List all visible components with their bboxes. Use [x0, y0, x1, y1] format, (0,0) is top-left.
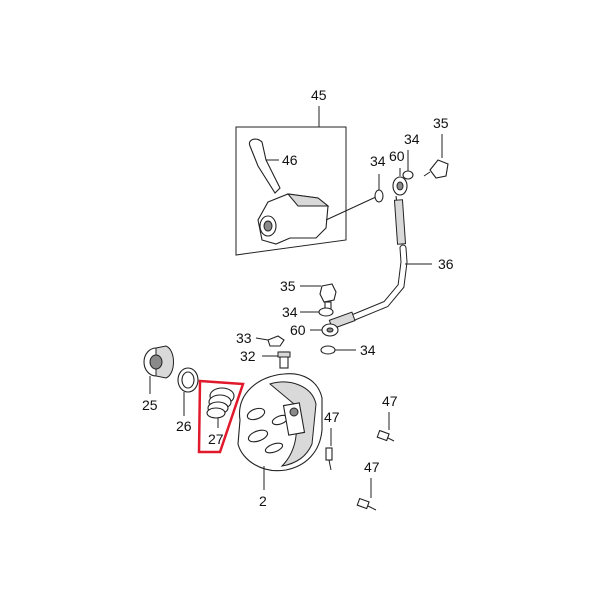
bleeder-valve-cap [277, 351, 291, 358]
spring[interactable] [206, 387, 235, 419]
callout-46: 46 [282, 152, 298, 168]
brake-lever[interactable] [248, 138, 281, 194]
bolt-shank [328, 459, 332, 471]
caliper-port [289, 407, 299, 417]
callout-47: 47 [364, 459, 380, 475]
callout-36: 36 [438, 256, 454, 272]
callout-34: 34 [282, 304, 298, 320]
piston-side [155, 345, 174, 379]
mounting-bolt[interactable] [356, 478, 377, 511]
copper-washer[interactable] [320, 345, 336, 355]
callout-34: 34 [404, 131, 420, 147]
callout-60: 60 [389, 148, 405, 164]
banjo-fitting-hole [396, 181, 404, 191]
spring-coil [206, 407, 226, 419]
copper-washer[interactable] [402, 170, 414, 180]
callout-labels: 45 46 35 34 60 34 36 35 34 33 60 32 34 2… [142, 87, 454, 509]
callout-26: 26 [176, 418, 192, 434]
upper-fittings[interactable] [374, 134, 449, 203]
caliper-housing[interactable] [237, 373, 323, 490]
callout-47: 47 [382, 393, 398, 409]
bolt-shank [423, 171, 431, 177]
banjo-bolt[interactable] [429, 159, 449, 179]
callout-33: 33 [236, 330, 252, 346]
bolt-head [356, 497, 370, 510]
hose-line-inner [349, 245, 407, 321]
clamp-bore-inner [263, 220, 273, 232]
leader-33 [255, 337, 269, 341]
piston-seal-group[interactable] [143, 345, 245, 454]
caliper-slot [246, 407, 266, 421]
callout-27: 27 [208, 431, 224, 447]
mounting-bolt[interactable] [376, 412, 395, 442]
callout-35: 35 [433, 115, 449, 131]
highlight-box [197, 379, 245, 454]
bolt-shank [367, 505, 377, 511]
callout-47: 47 [324, 409, 340, 425]
piston-face [149, 354, 163, 370]
callout-2: 2 [259, 493, 267, 509]
copper-washer[interactable] [318, 307, 334, 317]
reservoir-cap [286, 193, 330, 207]
brake-hose[interactable] [328, 195, 432, 330]
assembly-outline-box [235, 126, 347, 256]
banjo-fitting-hole [326, 327, 334, 333]
bleeder-screw[interactable] [267, 335, 285, 347]
callout-25: 25 [142, 397, 158, 413]
lower-fittings[interactable] [255, 283, 356, 369]
bolt-shank [387, 437, 395, 442]
banjo-bolt[interactable] [319, 283, 337, 303]
mounting-bolts[interactable] [325, 412, 395, 511]
caliper-slot [264, 442, 284, 454]
callout-34: 34 [360, 342, 376, 358]
bolt-head [376, 429, 390, 442]
caliper-boss [282, 402, 306, 436]
callout-45: 45 [311, 87, 327, 103]
callout-34: 34 [370, 153, 386, 169]
callout-60: 60 [290, 322, 306, 338]
mounting-bolt[interactable] [325, 428, 333, 471]
callout-35: 35 [280, 278, 296, 294]
leader-34a [325, 195, 379, 221]
caliper-slot [247, 429, 269, 443]
hose-crimp-upper [393, 199, 407, 245]
seal-ring-inner [181, 371, 195, 389]
bolt-head [325, 447, 333, 461]
copper-washer[interactable] [374, 189, 384, 203]
master-cylinder-assembly[interactable] [235, 106, 379, 256]
callout-32: 32 [240, 348, 256, 364]
